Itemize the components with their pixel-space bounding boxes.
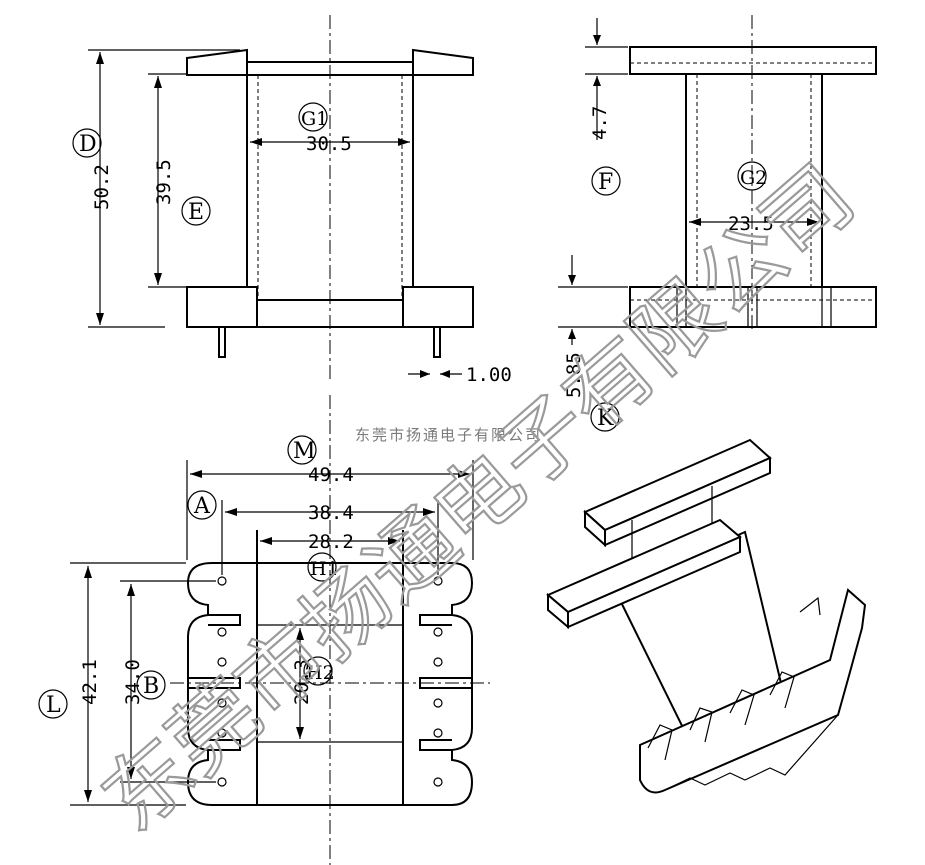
dim-bottom-width-total: 49.4 [308, 464, 354, 486]
label-f: F [598, 170, 613, 195]
dim-front-width-inner: 30.5 [306, 133, 352, 155]
side-view: 4.7 23.5 5.85 F G2 [558, 15, 877, 398]
label-m: M [293, 439, 316, 464]
label-e: E [188, 200, 204, 225]
dim-side-flange-thickness: 4.7 [589, 106, 611, 140]
dim-bottom-height-total: 42.1 [79, 659, 101, 705]
isometric-view: K [546, 402, 867, 794]
bottom-view: 49.4 38.4 28.2 42.1 34.0 20.3 M A L [38, 395, 490, 865]
front-view: 50.2 39.5 30.5 1.00 D E G1 [72, 15, 512, 386]
dim-side-width-inner: 23.5 [728, 213, 774, 235]
label-k: K [597, 406, 614, 431]
label-b: B [143, 674, 159, 699]
label-g2: G2 [740, 167, 767, 189]
label-a: A [193, 494, 211, 519]
dim-front-height-inner: 39.5 [153, 159, 175, 205]
dim-bottom-center-width: 20.3 [291, 659, 313, 705]
dim-pin-diameter: 1.00 [466, 364, 512, 386]
label-l: L [46, 693, 61, 718]
label-g1: G1 [301, 108, 328, 130]
dim-front-height-total: 50.2 [91, 164, 113, 210]
dim-bottom-width-inner: 28.2 [308, 531, 354, 553]
label-h2: H2 [306, 662, 335, 684]
dim-side-base-thickness: 5.85 [563, 352, 585, 398]
watermark-small-text: 东莞市扬通电子有限公司 [355, 426, 542, 444]
dim-bottom-width-pins: 38.4 [308, 502, 354, 524]
label-h1: H1 [310, 558, 339, 580]
dim-bottom-height-inner: 34.0 [122, 659, 144, 705]
label-d: D [79, 132, 97, 157]
